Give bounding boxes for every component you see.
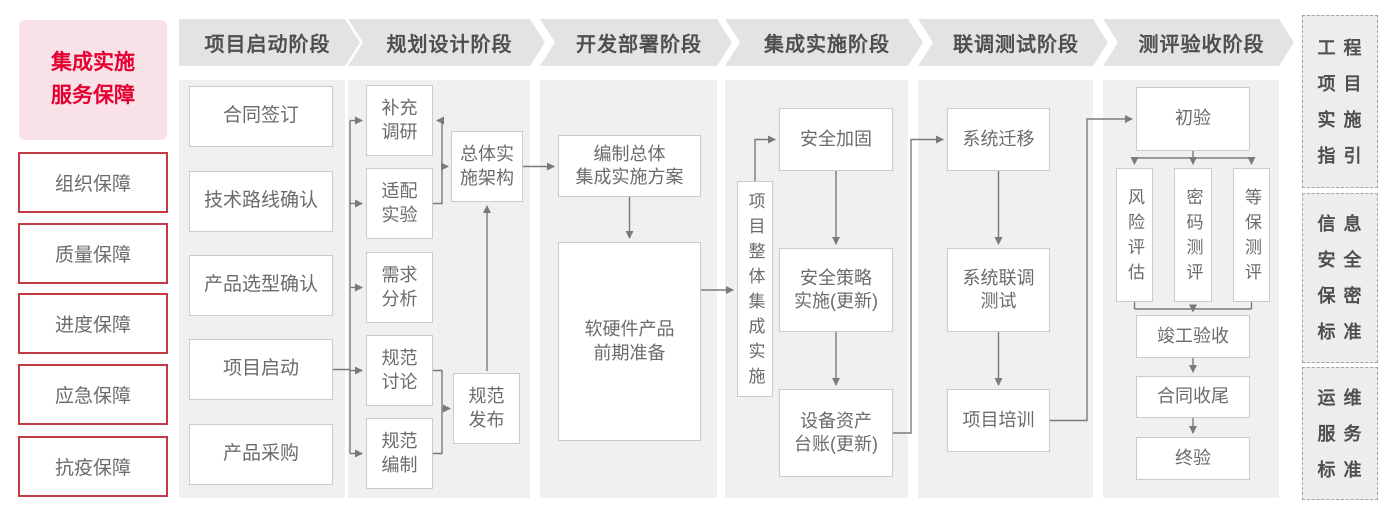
node-spec-drafting: 规范 编制: [366, 418, 433, 489]
standard-om-service: 运维 服务 标准: [1302, 367, 1378, 500]
node-project-kickoff: 项目启动: [189, 339, 333, 400]
standard-engineering-project-guide: 工程 项目 实施 指引: [1302, 15, 1378, 188]
node-preliminary-acceptance: 初验: [1136, 87, 1250, 151]
phase-header-label: 测评验收阶段: [1138, 34, 1265, 56]
node-overall-integration-plan: 编制总体 集成实施方案: [558, 135, 701, 197]
node-risk-assessment: 风险评估: [1116, 168, 1153, 302]
node-cryptography-evaluation: 密码测评: [1174, 168, 1212, 302]
phase-header-label: 项目启动阶段: [204, 34, 331, 56]
node-project-overall-integration: 项目整体集成实施: [737, 181, 773, 397]
node-overall-implementation-architecture: 总体实 施架构: [451, 131, 523, 202]
guarantee-schedule: 进度保障: [18, 293, 168, 354]
phase-header-label: 开发部署阶段: [576, 34, 702, 56]
node-product-selection-confirm: 产品选型确认: [189, 255, 333, 316]
node-final-acceptance: 终验: [1136, 437, 1250, 480]
node-contract-signing: 合同签订: [189, 86, 333, 147]
phase-header-integration-impl: 集成实施阶段: [725, 19, 923, 66]
node-hw-sw-preparation: 软硬件产品 前期准备: [558, 242, 701, 441]
node-system-joint-debugging-test: 系统联调 测试: [947, 248, 1050, 332]
node-adaptation-test: 适配 实验: [366, 168, 433, 239]
node-requirement-analysis: 需求 分析: [366, 252, 433, 323]
phase-header-label: 规划设计阶段: [386, 34, 513, 56]
node-product-procurement: 产品采购: [189, 424, 333, 485]
node-contract-closure: 合同收尾: [1136, 376, 1250, 418]
phase-header-label: 联调测试阶段: [953, 34, 1079, 56]
standard-infosec-confidentiality: 信息 安全 保密 标准: [1302, 193, 1378, 363]
phase-header-project-kickoff: 项目启动阶段: [179, 19, 360, 66]
phase-header-label: 集成实施阶段: [764, 34, 890, 56]
guarantee-emergency: 应急保障: [18, 364, 168, 425]
phase-header-planning-design: 规划设计阶段: [348, 19, 545, 66]
node-security-policy-implementation: 安全策略 实施(更新): [779, 248, 893, 332]
node-completion-acceptance: 竣工验收: [1136, 315, 1250, 358]
phase-header-evaluation-acceptance: 测评验收阶段: [1103, 19, 1294, 66]
guarantee-quality: 质量保障: [18, 223, 168, 284]
guarantee-epidemic: 抗疫保障: [18, 436, 168, 497]
node-classified-protection-evaluation: 等保测评: [1233, 168, 1270, 302]
node-tech-route-confirm: 技术路线确认: [189, 171, 333, 232]
node-equipment-asset-ledger: 设备资产 台账(更新): [779, 389, 893, 477]
guarantee-organization: 组织保障: [18, 152, 168, 213]
node-project-training: 项目培训: [947, 389, 1050, 452]
left-panel-title: 集成实施 服务保障: [19, 20, 167, 140]
node-supplementary-research: 补充 调研: [366, 85, 433, 156]
node-spec-release: 规范 发布: [453, 373, 520, 444]
node-spec-discussion: 规范 讨论: [366, 335, 433, 406]
phase-header-joint-debug-test: 联调测试阶段: [918, 19, 1108, 66]
node-system-migration: 系统迁移: [947, 108, 1050, 171]
node-security-hardening: 安全加固: [779, 108, 893, 171]
phase-header-dev-deploy: 开发部署阶段: [540, 19, 732, 66]
